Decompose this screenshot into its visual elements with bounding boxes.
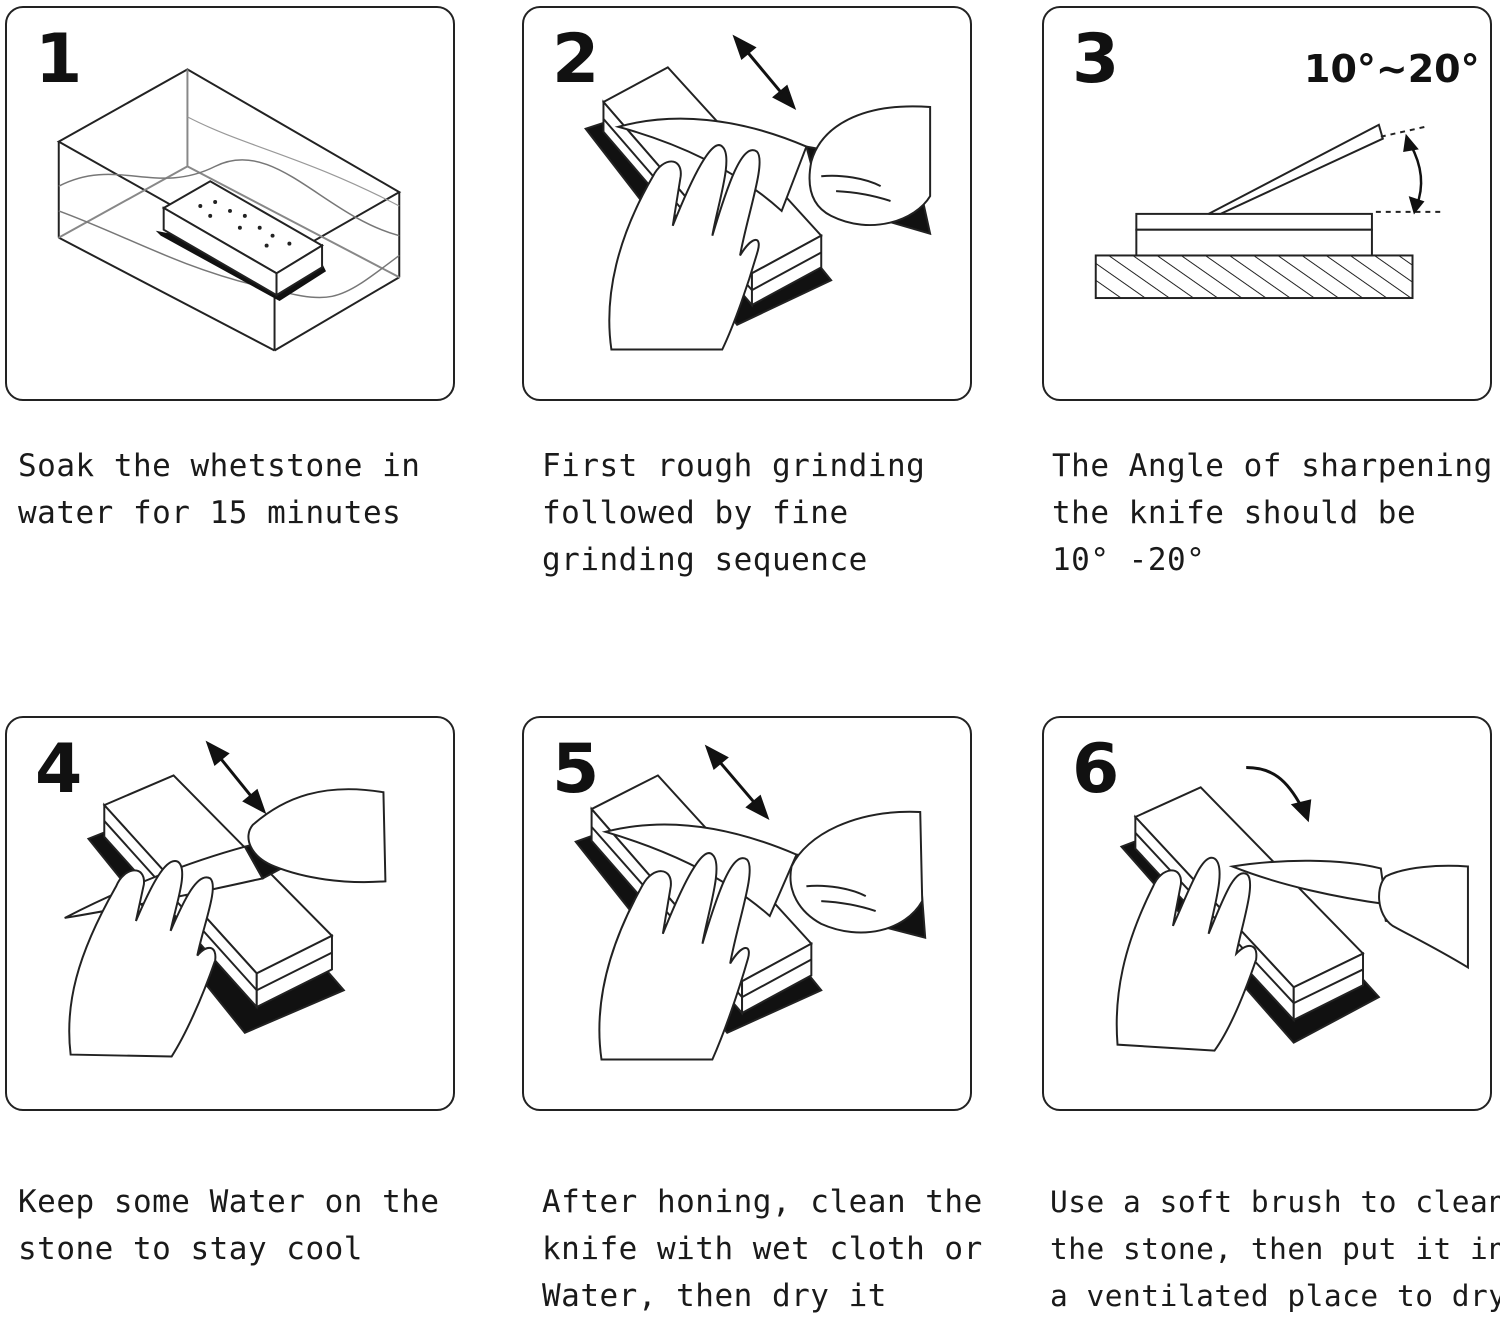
hand-icon <box>808 105 932 226</box>
caption-line: followed by fine <box>542 495 849 531</box>
step-number: 5 <box>552 730 600 809</box>
caption-line: Use a soft brush to clean <box>1050 1185 1500 1219</box>
angle-arrow-icon <box>1403 133 1425 215</box>
caption-line: the knife should be <box>1052 495 1417 531</box>
step-2-panel: 2 <box>522 6 972 401</box>
knife-icon <box>1208 123 1384 215</box>
whetstone-icon <box>1135 212 1373 257</box>
step-6-caption: Use a soft brush to clean the stone, the… <box>1050 1179 1500 1320</box>
caption-line: 10° -20° <box>1052 542 1206 578</box>
hand-icon <box>1378 864 1469 970</box>
caption-line: grinding sequence <box>542 542 868 578</box>
table-surface <box>1094 254 1414 300</box>
step-2-caption: First rough grinding followed by fine gr… <box>542 443 1002 584</box>
angle-label: 10°~20° <box>1304 47 1480 91</box>
step-number: 3 <box>1072 20 1120 99</box>
step-4-caption: Keep some Water on the stone to stay coo… <box>18 1179 478 1273</box>
caption-line: Soak the whetstone in <box>18 448 421 484</box>
hand-icon <box>789 810 924 934</box>
water-tank-icon <box>56 68 402 352</box>
caption-line: Water, then dry it <box>542 1278 887 1314</box>
step-number: 2 <box>552 20 600 99</box>
step-5-panel: 5 <box>522 716 972 1111</box>
caption-line: a ventilated place to dry <box>1050 1279 1500 1313</box>
double-arrow-icon <box>205 740 267 815</box>
hand-icon <box>608 144 761 351</box>
caption-line: After honing, clean the <box>542 1184 983 1220</box>
step-number: 6 <box>1072 730 1120 809</box>
step-4-panel: 4 <box>5 716 455 1111</box>
step-number: 1 <box>35 20 83 99</box>
step-3-caption: The Angle of sharpening the knife should… <box>1052 443 1497 584</box>
hand-icon <box>68 860 217 1058</box>
double-arrow-icon <box>704 744 770 821</box>
caption-line: the stone, then put it in <box>1050 1232 1500 1266</box>
hand-icon <box>1115 856 1258 1052</box>
caption-line: First rough grinding <box>542 448 926 484</box>
step-5-caption: After honing, clean the knife with wet c… <box>542 1179 1002 1320</box>
hand-icon <box>598 852 751 1061</box>
hand-icon <box>247 788 387 884</box>
step-number: 4 <box>35 730 83 809</box>
brush-arrow-icon <box>1246 766 1312 823</box>
step-1-caption: Soak the whetstone in water for 15 minut… <box>18 443 478 537</box>
caption-line: The Angle of sharpening <box>1052 448 1493 484</box>
double-arrow-icon <box>732 34 797 111</box>
step-3-panel: 3 10°~20° <box>1042 6 1492 401</box>
step-1-panel: 1 <box>5 6 455 401</box>
whetstone-icon <box>155 180 327 302</box>
caption-line: water for 15 minutes <box>18 495 402 531</box>
caption-line: knife with wet cloth or <box>542 1231 983 1267</box>
caption-line: stone to stay cool <box>18 1231 363 1267</box>
step-6-panel: 6 <box>1042 716 1492 1111</box>
caption-line: Keep some Water on the <box>18 1184 440 1220</box>
